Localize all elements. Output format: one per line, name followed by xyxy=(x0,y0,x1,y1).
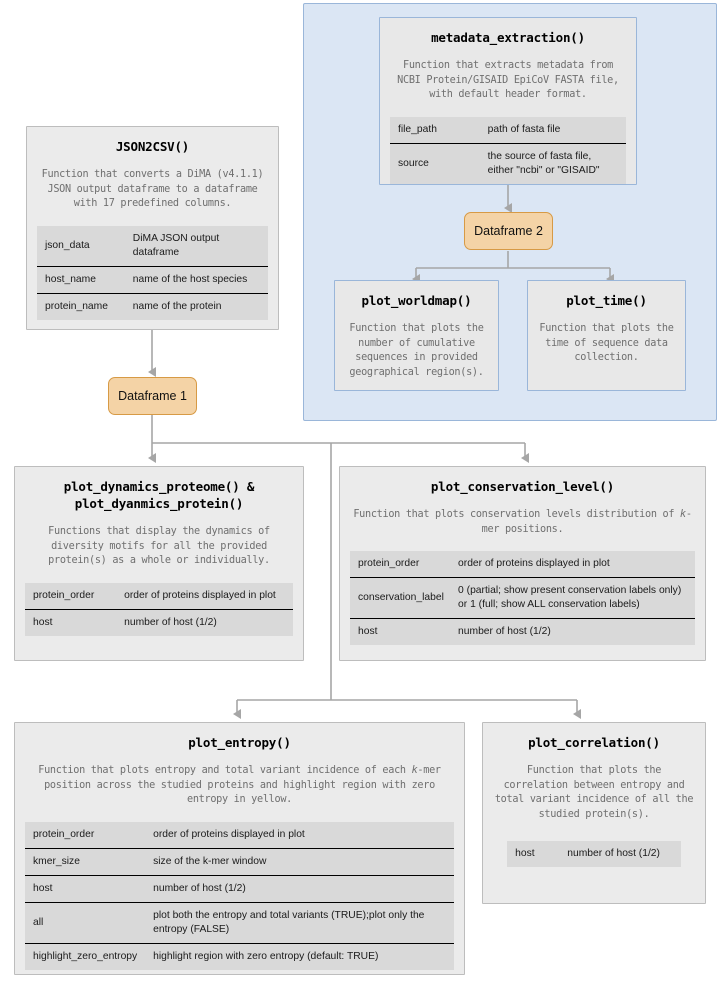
param-table: protein_order order of proteins displaye… xyxy=(25,583,293,636)
param-desc: size of the k-mer window xyxy=(145,848,454,876)
param-name: protein_order xyxy=(33,590,95,602)
param-name: host xyxy=(350,618,451,645)
card-plot-entropy[interactable]: plot_entropy() Function that plots entro… xyxy=(14,722,465,975)
card-description: Function that plots the time of sequence… xyxy=(539,322,674,364)
pill-dataframe-1[interactable]: Dataframe 1 xyxy=(108,377,197,415)
card-description: Function that converts a DiMA (v4.1.1) J… xyxy=(41,168,264,210)
param-name: protein_order xyxy=(358,558,420,570)
card-description: Function that extracts metadata from NCB… xyxy=(397,59,619,101)
param-name: host xyxy=(515,848,535,859)
param-desc: order of proteins displayed in plot xyxy=(124,590,276,602)
table-row: protein_order order of proteins displaye… xyxy=(25,822,454,848)
param-name: conservation_label xyxy=(350,577,451,619)
param-name: highlight_zero_entropy xyxy=(25,942,146,970)
card-title: plot_dynamics_proteome() & plot_dyanmics… xyxy=(63,479,255,511)
card-title: plot_correlation() xyxy=(528,735,660,750)
pill-label: Dataframe 2 xyxy=(474,224,543,238)
param-table: host number of host (1/2) xyxy=(507,841,681,867)
table-row: conservation_label 0 (partial; show pres… xyxy=(350,577,695,619)
card-title: JSON2CSV() xyxy=(115,139,190,154)
param-name: source xyxy=(390,143,480,184)
param-desc: number of host (1/2) xyxy=(145,875,454,903)
card-title: plot_worldmap() xyxy=(361,293,472,308)
table-row: host number of host (1/2) xyxy=(25,875,454,903)
param-table: protein_order order of proteins displaye… xyxy=(25,822,454,970)
card-title: plot_time() xyxy=(566,293,647,308)
param-desc: name of the host species xyxy=(124,266,268,294)
card-title: plot_conservation_level() xyxy=(430,479,615,494)
table-row: kmer_size size of the k-mer window xyxy=(25,848,454,876)
table-row: file_path path of fasta file xyxy=(390,117,626,143)
param-name: host xyxy=(25,875,146,903)
param-table: protein_order order of proteins displaye… xyxy=(350,551,695,645)
pill-dataframe-2[interactable]: Dataframe 2 xyxy=(464,212,553,250)
card-title: plot_entropy() xyxy=(188,735,291,750)
card-description: Function that plots conservation levels … xyxy=(353,508,692,535)
param-desc: DiMA JSON output dataframe xyxy=(132,233,220,259)
card-plot-time[interactable]: plot_time() Function that plots the time… xyxy=(527,280,686,391)
table-row: protein_name name of the protein xyxy=(37,292,268,320)
card-description: Function that plots entropy and total va… xyxy=(38,764,441,806)
table-row: json_data DiMA JSON output dataframe xyxy=(37,226,268,266)
card-plot-conservation-level[interactable]: plot_conservation_level() Function that … xyxy=(339,466,706,661)
table-row: host_name name of the host species xyxy=(37,266,268,294)
card-plot-dynamics[interactable]: plot_dynamics_proteome() & plot_dyanmics… xyxy=(14,466,304,661)
card-metadata-extraction[interactable]: metadata_extraction() Function that extr… xyxy=(379,17,637,185)
param-desc: name of the protein xyxy=(124,292,268,320)
param-name: host_name xyxy=(37,266,125,294)
param-name: json_data xyxy=(45,240,90,252)
table-row: source the source of fasta file, either … xyxy=(390,143,626,184)
param-desc: order of proteins displayed in plot xyxy=(458,558,610,570)
param-name: host xyxy=(25,608,117,636)
param-name: file_path xyxy=(398,124,437,136)
card-title: metadata_extraction() xyxy=(431,30,585,45)
table-row: host number of host (1/2) xyxy=(25,608,293,636)
param-name: protein_order xyxy=(33,829,95,841)
param-desc: number of host (1/2) xyxy=(116,608,293,636)
param-name: all xyxy=(25,901,146,944)
card-plot-correlation[interactable]: plot_correlation() Function that plots t… xyxy=(482,722,706,904)
param-desc: number of host (1/2) xyxy=(450,618,695,645)
param-desc: highlight region with zero entropy (defa… xyxy=(145,942,454,970)
param-desc: number of host (1/2) xyxy=(567,848,660,859)
param-name: kmer_size xyxy=(25,848,146,876)
card-description: Function that plots the correlation betw… xyxy=(494,764,694,821)
param-desc: plot both the entropy and total variants… xyxy=(145,901,454,944)
table-row: protein_order order of proteins displaye… xyxy=(25,583,293,609)
param-name: protein_name xyxy=(37,292,125,320)
card-description: Functions that display the dynamics of d… xyxy=(48,525,270,567)
table-row: highlight_zero_entropy highlight region … xyxy=(25,942,454,970)
table-row: host number of host (1/2) xyxy=(507,841,681,867)
param-desc: path of fasta file xyxy=(487,124,561,136)
card-plot-worldmap[interactable]: plot_worldmap() Function that plots the … xyxy=(334,280,499,391)
param-desc: the source of fasta file, either "ncbi" … xyxy=(479,143,626,184)
param-table: json_data DiMA JSON output dataframe hos… xyxy=(37,226,268,320)
param-table: file_path path of fasta file source the … xyxy=(390,117,626,184)
table-row: protein_order order of proteins displaye… xyxy=(350,551,695,577)
card-description: Function that plots the number of cumula… xyxy=(349,322,484,379)
card-json2csv[interactable]: JSON2CSV() Function that converts a DiMA… xyxy=(26,126,279,330)
pill-label: Dataframe 1 xyxy=(118,389,187,403)
table-row: all plot both the entropy and total vari… xyxy=(25,901,454,944)
param-desc: 0 (partial; show present conservation la… xyxy=(450,577,695,619)
table-row: host number of host (1/2) xyxy=(350,618,695,645)
param-desc: order of proteins displayed in plot xyxy=(153,829,305,841)
